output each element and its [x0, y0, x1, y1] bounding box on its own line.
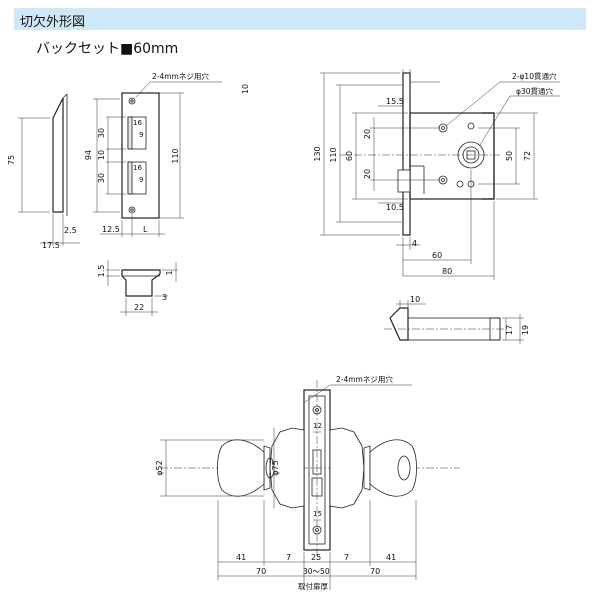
dim-2-5: 2.5	[64, 226, 77, 235]
dim-110-right: 110	[329, 147, 338, 162]
dim-b7b: 7	[344, 553, 349, 562]
dim-10-top: 10	[241, 84, 250, 94]
label-range: 30〜50	[303, 567, 330, 576]
side-profile-view: 75 17.5 2.5	[7, 93, 80, 250]
dim-b12: 12	[313, 422, 322, 430]
neck-left	[263, 445, 271, 491]
dim-b41b: 41	[386, 553, 396, 562]
dim-15-5: 15.5	[386, 97, 404, 106]
case-screw	[456, 180, 464, 188]
dim-20b: 20	[363, 169, 372, 179]
latch-opening-edge	[127, 116, 133, 150]
strike-top-view: 1.5 1 3 22	[97, 260, 178, 316]
dim-3: 3	[162, 293, 167, 302]
label-L: L	[143, 225, 148, 234]
leader-line	[445, 81, 501, 127]
dim-60: 60	[345, 151, 354, 161]
dim-50: 50	[505, 151, 514, 161]
case-body-edge	[482, 112, 495, 200]
screw-hole-center	[130, 99, 134, 103]
through-hole-phi10	[438, 123, 448, 133]
latch-section-view: 10 17 19	[384, 295, 530, 344]
side-profile-shape	[52, 97, 64, 213]
dim-110a: 110	[171, 148, 180, 163]
label-phi10: 2-φ10貫通穴	[512, 71, 557, 81]
dim-b41a: 41	[236, 553, 246, 562]
leader-line	[479, 95, 511, 146]
latch-opening-edge	[127, 161, 133, 195]
dim-72: 72	[523, 151, 532, 161]
knob-left	[217, 439, 265, 497]
latch-section-head	[389, 307, 409, 341]
knob-right	[369, 439, 417, 497]
screw-hole-center	[130, 208, 134, 212]
label-phi52: φ52	[155, 460, 164, 475]
dim-12-5: 12.5	[102, 225, 120, 234]
label-screw-holes-top: 2-4mmネジ用穴	[152, 71, 209, 81]
dim-16a: 16	[133, 119, 142, 127]
knob-assembly-view: 2-4mmネジ用穴 12 15 φ52 φ75 41 7 25 7 41 70 …	[155, 374, 460, 591]
label-door-thickness: 取付扉厚	[298, 581, 328, 591]
dim-s17: 17	[505, 325, 514, 335]
dim-9b: 9	[139, 176, 143, 184]
through-hole-center	[441, 178, 445, 182]
dim-17-5: 17.5	[42, 241, 60, 250]
dim-30a: 30	[97, 128, 106, 138]
dim-s10: 10	[410, 295, 420, 304]
screw-hole	[128, 206, 136, 214]
dim-22: 22	[134, 303, 144, 312]
dim-s19: 19	[521, 325, 530, 335]
dim-b15: 15	[313, 510, 322, 518]
dim-16b: 16	[133, 164, 142, 172]
leader-line	[304, 384, 331, 403]
dim-b70b: 70	[370, 567, 380, 576]
strike-plate-view: 16 9 16 9 94 30 10 30 110 2-4mmネジ用穴 12.5…	[84, 71, 222, 237]
strike-plate-outline	[121, 92, 160, 219]
page-title: 切欠外形図	[20, 15, 86, 30]
case-screw	[467, 122, 475, 130]
side-profile-edge	[62, 93, 68, 99]
case-body	[409, 112, 495, 200]
label-phi75: φ75	[271, 460, 280, 475]
rose-right	[329, 427, 365, 509]
dim-10: 10	[97, 150, 106, 160]
dim-80: 80	[442, 267, 452, 276]
dim-30b: 30	[97, 173, 106, 183]
through-hole-phi10	[438, 175, 448, 185]
dim-b25: 25	[311, 553, 321, 562]
header-bar: 切欠外形図	[14, 8, 586, 30]
through-hole-center	[441, 126, 445, 130]
strike-box-profile	[121, 269, 161, 297]
dim-94: 94	[84, 150, 93, 160]
latch-bolt	[397, 169, 411, 193]
case-faceplate	[402, 72, 411, 236]
neck-right	[363, 445, 371, 491]
dim-60b: 60	[432, 251, 442, 260]
dim-1-5: 1.5	[97, 265, 106, 278]
dim-b70a: 70	[256, 567, 266, 576]
backset-subtitle: バックセット■60mm	[36, 41, 179, 57]
knob-right-keyway	[397, 455, 411, 481]
dim-9a: 9	[139, 131, 143, 139]
dim-130: 130	[313, 146, 322, 161]
dim-75: 75	[7, 155, 16, 165]
dim-10-5: 10.5	[386, 203, 404, 212]
dim-20a: 20	[363, 129, 372, 139]
rose-left	[269, 427, 305, 509]
label-phi30: φ30貫通穴	[516, 86, 553, 96]
dim-4: 4	[412, 239, 417, 248]
leader-line	[135, 81, 151, 98]
dim-1: 1	[165, 270, 174, 275]
lock-case-view: 130 110 60 10 15.5 20 20 10.5 4 60 80	[241, 69, 560, 280]
dim-b7a: 7	[286, 553, 291, 562]
label-screw-holes-bottom: 2-4mmネジ用穴	[336, 374, 393, 384]
screw-hole	[128, 97, 136, 105]
